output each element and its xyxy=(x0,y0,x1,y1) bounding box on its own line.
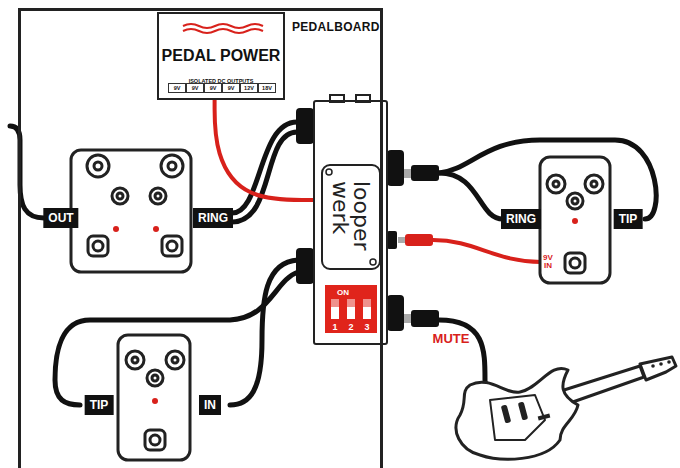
led xyxy=(153,226,159,232)
output-cell: 18V xyxy=(258,83,276,93)
cable-tag: OUT xyxy=(43,208,78,228)
power-cable xyxy=(215,100,313,200)
switch-label: ON xyxy=(337,288,349,297)
guitar xyxy=(456,357,676,459)
cable-tag: RING xyxy=(193,208,233,228)
led xyxy=(152,398,158,404)
brand-name: PEDAL POWER xyxy=(159,47,283,65)
power-jack-label: 9V IN xyxy=(540,254,556,270)
cable-tag: IN xyxy=(199,395,221,415)
output-cell: 9V xyxy=(222,83,240,93)
board-title: PEDALBOARD xyxy=(292,20,380,34)
looper-box: looper werk xyxy=(313,100,388,345)
output-cell: 9V xyxy=(168,83,186,93)
logo-text: looper werk xyxy=(330,181,372,265)
jack-label: MUTE xyxy=(433,331,470,346)
output-cell: 12V xyxy=(240,83,258,93)
power-waves xyxy=(183,24,263,33)
guitar-details xyxy=(501,360,671,423)
output-cell: 9V xyxy=(186,83,204,93)
switch-number: 3 xyxy=(364,322,369,332)
cable-tag: TIP xyxy=(614,209,643,229)
switch-number: 1 xyxy=(332,322,337,332)
dc-cable xyxy=(433,240,541,262)
cable-tag: TIP xyxy=(85,395,114,415)
cable-tag: RING xyxy=(501,209,541,229)
plugs xyxy=(398,165,439,327)
pedal-right xyxy=(540,157,610,283)
switch-number: 2 xyxy=(348,322,353,332)
pedal-left xyxy=(71,150,191,272)
led xyxy=(113,226,119,232)
pedal-bottom xyxy=(118,335,190,460)
led xyxy=(572,218,578,224)
output-cell: 9V xyxy=(204,83,222,93)
